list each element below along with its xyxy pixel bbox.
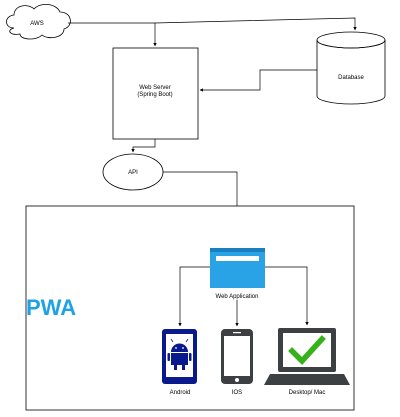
web-server-box: Web Server (Spring Boot) [112, 47, 199, 140]
ios-label: IOS [232, 390, 242, 396]
api-node: API [102, 153, 164, 191]
laptop-check-icon [264, 328, 350, 385]
desktop-mac-label: Desktop/ Mac [289, 390, 326, 396]
aws-label: AWS [30, 21, 43, 27]
web-server-label-line1: Web Server [139, 85, 171, 91]
android-phone-icon [162, 329, 197, 384]
webserver-to-api-arrow [131, 139, 156, 153]
browser-window-icon [210, 248, 265, 288]
iphone-icon [221, 329, 253, 384]
connectors [68, 17, 357, 206]
api-label: API [128, 170, 138, 176]
webapp-to-desktop-arrow [265, 266, 309, 326]
pwa-title: PWA [26, 295, 76, 320]
aws-to-webserver-arrow [68, 22, 157, 47]
aws-to-database-arrow [154, 17, 357, 31]
android-label: Android [170, 390, 191, 396]
webapp-to-android-arrow [178, 266, 210, 327]
database-label: Database [338, 75, 364, 81]
database-cylinder: Database [316, 31, 386, 105]
database-to-webserver-arrow [199, 69, 317, 92]
aws-cloud: AWS [6, 4, 71, 40]
api-to-pwa-line [163, 171, 238, 206]
device-connectors [178, 266, 309, 327]
web-server-label-line2: (Spring Boot) [137, 92, 172, 98]
web-application-label: Web Application [216, 294, 259, 300]
